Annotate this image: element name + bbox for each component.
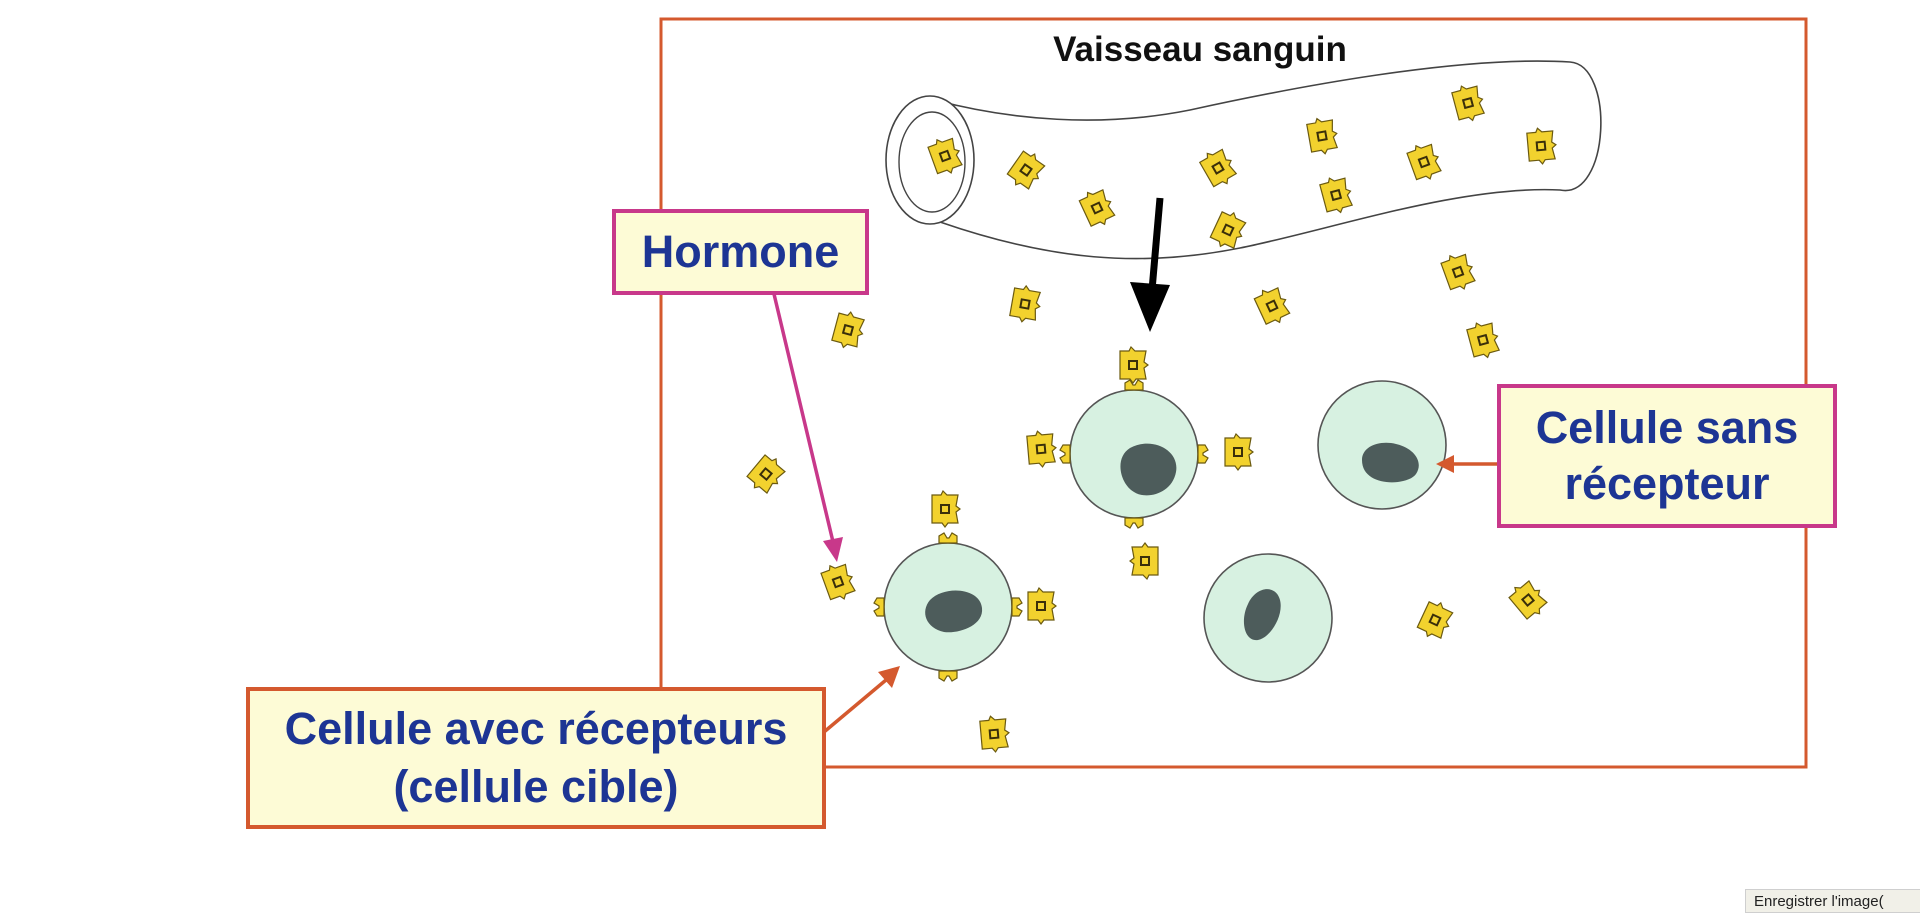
hormone-icon	[1525, 126, 1559, 166]
cell-without-receptor-label-box: Cellule sans récepteur	[1497, 384, 1837, 528]
hormone-icon	[1119, 346, 1149, 384]
save-image-tooltip[interactable]: Enregistrer l'image(	[1745, 889, 1920, 913]
hormone-icon	[931, 490, 961, 528]
hormone-icon	[1224, 433, 1254, 471]
target-cell	[1025, 346, 1254, 580]
diffusion-arrow	[1130, 197, 1170, 332]
hormone-icon	[1129, 542, 1159, 580]
cell-with-receptors-label-line1: Cellule avec récepteurs	[284, 703, 788, 754]
blood-vessel-label: Vaisseau sanguin	[1053, 30, 1347, 69]
cell-with-receptors-label-box: Cellule avec récepteurs (cellule cible)	[246, 687, 826, 829]
cell-without-receptor-callout-arrow	[1436, 455, 1497, 473]
target-cell	[819, 490, 1057, 682]
cell-without-receptor-label-line2: récepteur	[1564, 458, 1770, 509]
hormone-icon	[1025, 429, 1059, 469]
cell-with-receptors-label-line2: (cellule cible)	[393, 761, 679, 812]
hormone-label-box: Hormone	[612, 209, 869, 295]
cell-without-receptor-label-line1: Cellule sans	[1535, 402, 1799, 453]
hormone-icon	[1027, 587, 1057, 625]
cell-without-receptor	[1317, 380, 1447, 510]
hormone-callout-arrow	[772, 293, 843, 562]
cell-without-receptor	[1203, 553, 1333, 683]
hormone-icon	[978, 714, 1012, 754]
cell-with-receptors-callout-arrow	[822, 666, 900, 734]
hormone-label: Hormone	[641, 226, 840, 277]
